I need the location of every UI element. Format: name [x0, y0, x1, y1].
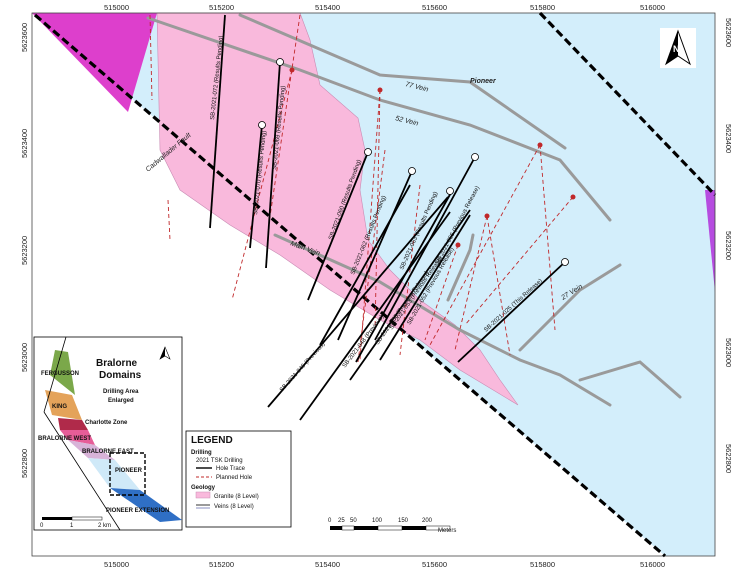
scale-tick: 200	[422, 518, 433, 524]
inset-label-charlotte: Charlotte Zone	[85, 420, 128, 426]
cadwallader-fault-line	[33, 13, 667, 558]
y-tick-label: 5622800	[20, 449, 29, 478]
scale-tick: 50	[350, 518, 357, 524]
inset-title-2: Domains	[99, 370, 142, 381]
inset-domain-charlotte	[58, 418, 88, 430]
legend-title: LEGEND	[191, 435, 233, 446]
x-tick-label: 515200	[209, 560, 234, 569]
scale-tick: 100	[372, 518, 383, 524]
inset-label-fergusson: FERGUSSON	[41, 371, 79, 377]
x-tick-label: 515800	[530, 3, 555, 12]
inset-domain-king	[45, 390, 82, 420]
inset-domain-bralorne-east	[68, 440, 115, 460]
legend-planned-hole: Planned Hole	[216, 475, 253, 481]
granite-body	[156, 12, 519, 406]
scale-tick: 25	[338, 518, 345, 524]
legend-drilling-sub: 2021 TSK Drilling	[196, 458, 243, 464]
legend-drilling: Drilling	[191, 450, 212, 456]
legend-granite: Granite (8 Level)	[214, 494, 259, 500]
scale-tick: 0	[328, 518, 332, 524]
vein-main-spur	[446, 233, 475, 302]
x-tick-label: 515400	[315, 3, 340, 12]
legend: LEGEND Drilling 2021 TSK Drilling Hole T…	[185, 430, 292, 528]
inset-subtitle-1: Drilling Area	[103, 389, 139, 395]
x-tick-label: 515600	[422, 3, 447, 12]
inset-label-bralorne-east: BRALORNE EAST	[82, 449, 134, 455]
inset-subtitle-2: Enlarged	[108, 398, 134, 404]
inset-scale-0: 0	[40, 523, 44, 529]
y-tick-label: 5623600	[724, 18, 733, 47]
vein-77	[238, 13, 567, 150]
hole-collars	[258, 58, 569, 266]
axis-y-right: 5623600 5623400 5623200 5623000 5622800	[724, 18, 733, 473]
y-tick-label: 5622800	[724, 444, 733, 473]
svg-text:N: N	[673, 44, 680, 54]
y-tick-label: 5623000	[724, 338, 733, 367]
vein-52	[146, 16, 612, 222]
inset-map: Bralorne Domains Drilling Area Enlarged …	[33, 336, 183, 531]
planned-hole-collars	[289, 67, 576, 248]
x-tick-label: 515400	[315, 560, 340, 569]
inset-label-king: KING	[52, 404, 67, 410]
y-tick-label: 5623000	[20, 343, 29, 372]
scale-bar: 0 25 50 100 150 200 Meters	[328, 518, 456, 534]
inset-title-1: Bralorne	[96, 358, 138, 369]
y-tick-label: 5623200	[20, 236, 29, 265]
northeast-fault-line	[538, 11, 717, 197]
inset-enlarged-box	[109, 452, 146, 496]
scale-unit: Meters	[438, 528, 456, 534]
magenta-domain-east	[705, 190, 715, 292]
north-arrow-icon: N	[660, 28, 696, 68]
map-frame: Pioneer 77 Vein 52 Vein Main Vein 27 Vei…	[31, 11, 717, 558]
y-tick-label: 5623400	[724, 124, 733, 153]
legend-hole-trace: Hole Trace	[216, 466, 246, 472]
pioneer-label: Pioneer	[470, 78, 497, 85]
inset-label-pioneer: PIONEER	[115, 468, 143, 474]
axis-x-bottom: 515000 515200 515400 515600 515800 51600…	[104, 560, 665, 569]
inset-domain-fergusson	[50, 350, 75, 395]
axis-x-top: 515000 515200 515400 515600 515800 51600…	[104, 3, 665, 12]
y-tick-label: 5623600	[20, 23, 29, 52]
inset-north-arrow-icon	[159, 346, 171, 360]
legend-veins: Veins (8 Level)	[214, 504, 254, 510]
x-tick-label: 515000	[104, 560, 129, 569]
x-tick-label: 515000	[104, 3, 129, 12]
vein-27-branch	[578, 360, 682, 399]
inset-domain-pioneer	[88, 458, 140, 490]
vein-27	[518, 263, 622, 352]
planned-holes	[149, 14, 574, 363]
inset-label-bralorne-west: BRALORNE WEST	[38, 436, 91, 442]
inset-domain-bralorne-west	[60, 430, 95, 445]
y-tick-label: 5623400	[20, 129, 29, 158]
vein-main	[273, 233, 612, 407]
hole-traces	[209, 14, 566, 421]
inset-scale-1: 1	[70, 523, 74, 529]
axis-y-left: 5623600 5623400 5623200 5623000 5622800	[20, 23, 29, 478]
inset-scale-2: 2 km	[98, 523, 111, 529]
x-tick-label: 515800	[530, 560, 555, 569]
x-tick-label: 516000	[640, 560, 665, 569]
veins	[146, 13, 682, 407]
x-tick-label: 516000	[640, 3, 665, 12]
x-tick-label: 515200	[209, 3, 234, 12]
scale-tick: 150	[398, 518, 409, 524]
inset-domain-pioneer-ext	[110, 488, 182, 522]
y-tick-label: 5623200	[724, 231, 733, 260]
inset-label-pioneer-ext: PIONEER EXTENSION	[106, 508, 169, 514]
x-tick-label: 515600	[422, 560, 447, 569]
legend-geology: Geology	[191, 485, 216, 491]
